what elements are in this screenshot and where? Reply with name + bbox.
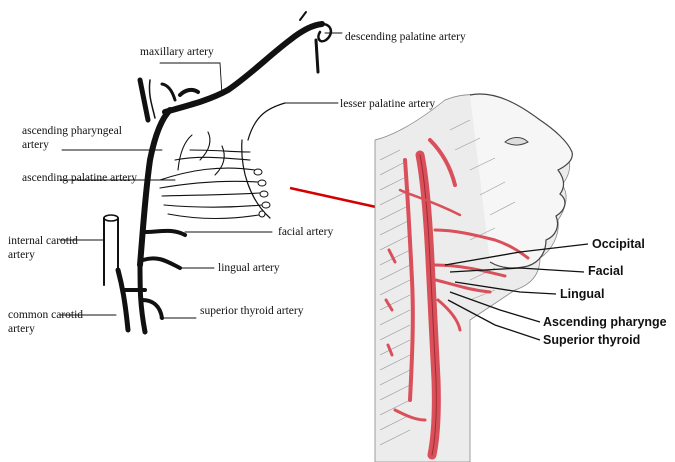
label-facial: Facial <box>588 264 623 279</box>
right-head-illustration <box>375 94 588 462</box>
label-lingual: Lingual <box>560 287 604 302</box>
label-descending-palatine-artery: descending palatine artery <box>345 30 475 44</box>
label-lesser-palatine-artery: lesser palatine artery <box>340 97 435 111</box>
label-internal-carotid-artery: internal carotid artery <box>8 234 100 262</box>
label-lingual-artery: lingual artery <box>218 261 280 275</box>
label-ascending-pharyngeal: Ascending pharynge <box>543 315 667 330</box>
label-ascending-pharyngeal-artery: ascending pharyngeal artery <box>22 124 150 152</box>
label-maxillary-artery: maxillary artery <box>140 45 214 59</box>
label-common-carotid-artery: common carotid artery <box>8 308 108 336</box>
label-ascending-palatine-artery: ascending palatine artery <box>22 168 142 188</box>
label-facial-artery: facial artery <box>278 225 333 239</box>
label-superior-thyroid: Superior thyroid <box>543 333 640 348</box>
label-superior-thyroid-artery: superior thyroid artery <box>200 304 310 318</box>
label-occipital: Occipital <box>592 237 645 252</box>
